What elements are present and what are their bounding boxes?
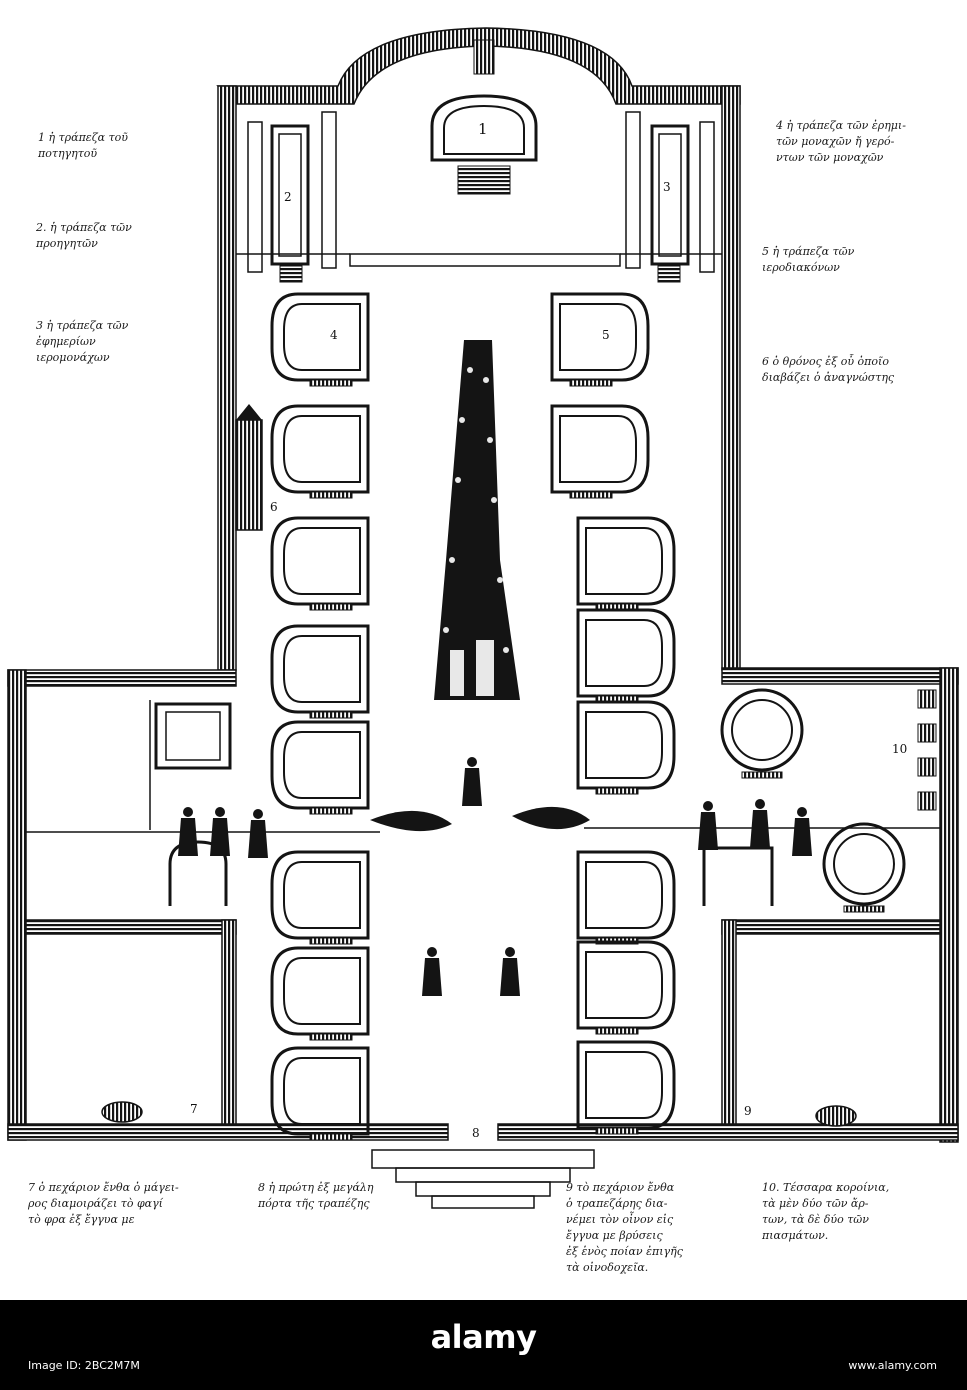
- entrance-steps: [371, 1149, 595, 1209]
- south-outer-wall: [939, 667, 959, 1143]
- plan-number-8: 8: [472, 1126, 480, 1140]
- legend-10: 10. Τέσσαρα κοροίνια, τὰ μὲν δύο τῶν ἄρ-…: [762, 1181, 890, 1242]
- south-partition-vertical: [721, 919, 737, 1125]
- storage-vessels: [101, 689, 937, 1127]
- north-transept-top: [7, 669, 237, 687]
- site-url: www.alamy.com: [848, 1359, 937, 1372]
- plan-number-2: 2: [284, 190, 292, 204]
- west-wall-left: [7, 1123, 449, 1141]
- plan-number-9: 9: [744, 1104, 752, 1118]
- plan-number-1: 1: [478, 120, 488, 138]
- north-partition: [25, 919, 237, 935]
- left-table-row: [270, 292, 370, 1142]
- plan-number-6: 6: [270, 500, 278, 514]
- plan-number-10: 10: [892, 742, 908, 756]
- legend-9: 9 τὸ πεχάριον ἔνθα ὁ τραπεζάρης δια- νέμ…: [566, 1181, 683, 1274]
- outer-walls: [7, 27, 959, 1143]
- stock-footer-bar: [0, 1300, 967, 1390]
- reader-throne: [235, 404, 263, 531]
- legend-5: 5 ἡ τράπεζα τῶν ιεροδιακόνων: [762, 245, 855, 274]
- alamy-logo: alamy: [0, 1318, 967, 1356]
- south-partition: [721, 919, 941, 935]
- north-wall-upper: [217, 85, 237, 671]
- legend-8: 8 ἡ πρώτη ἐξ μεγάλη πόρτα τῆς τραπέζης: [258, 1181, 374, 1210]
- plan-number-4: 4: [330, 328, 338, 342]
- legend-2: 2. ἡ τράπεζα τῶν προηγητῶν: [36, 221, 132, 250]
- north-outer-wall: [7, 669, 27, 1141]
- brand-text: alamy: [430, 1318, 537, 1356]
- refectory-floor-plan: [7, 27, 959, 1209]
- legend-6: 6 ὁ θρόνος ἐξ οὗ ὁποῖο διαβάζει ὁ ἀναγνώ…: [762, 355, 895, 384]
- tables-2-and-3: [236, 111, 722, 283]
- legend-7: 7 ὁ πεχάριον ἔνθα ὁ μάγει- ρος διαμοιράζ…: [28, 1181, 179, 1226]
- abbot-table: [430, 39, 538, 195]
- legend-4: 4 ἡ τράπεζα τῶν ἐρημι- τῶν μοναχῶν ἤ γερ…: [776, 119, 906, 164]
- plan-number-5: 5: [602, 328, 610, 342]
- legend-3: 3 ἡ τράπεζα τῶν ἐφημερίων ιερομονάχων: [36, 319, 129, 364]
- plan-number-3: 3: [663, 180, 671, 194]
- abbot-throne-icon: [473, 39, 495, 75]
- north-partition-vertical: [221, 919, 237, 1125]
- right-table-row: [550, 292, 676, 1136]
- legend-1: 1 ἡ τράπεζα τοῦ ποτηγητοῦ: [38, 131, 128, 160]
- south-wall-upper: [721, 85, 741, 671]
- transept-tables: [26, 688, 940, 914]
- west-wall-right: [497, 1123, 959, 1141]
- south-transept-top: [721, 667, 959, 685]
- plan-number-7: 7: [190, 1102, 198, 1116]
- image-id: Image ID: 2BC2M7M: [28, 1359, 140, 1372]
- procession-of-monks: [178, 340, 812, 996]
